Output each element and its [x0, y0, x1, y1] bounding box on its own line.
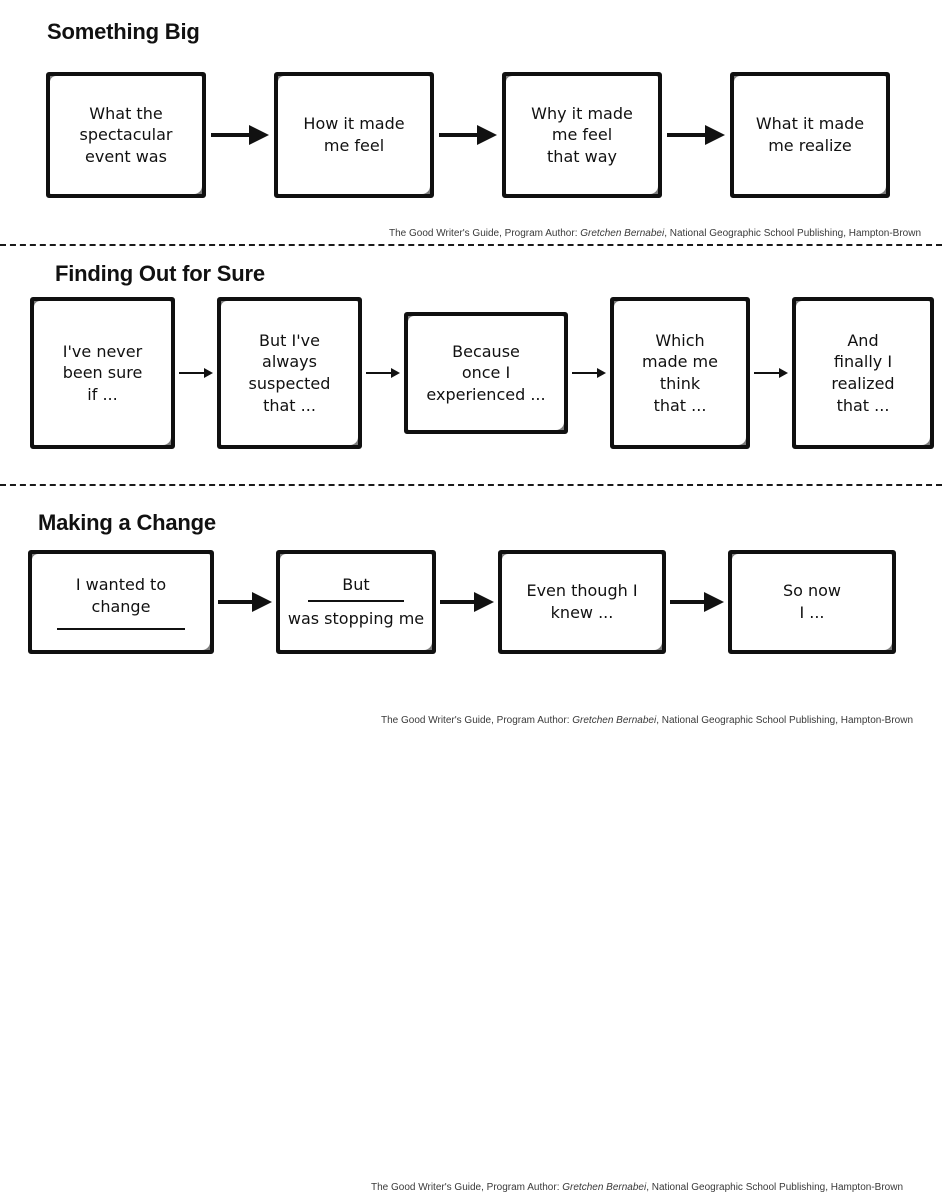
- section-making-a-change: Making a Change I wanted to change But w…: [0, 485, 942, 1193]
- arrow-right-icon: [175, 356, 217, 390]
- attribution-suffix: , National Geographic School Publishing,…: [656, 715, 914, 726]
- attribution-credit: The Good Writer's Guide, Program Author:…: [371, 1182, 903, 1193]
- flow-box-text: I wanted to change: [75, 575, 167, 616]
- flow-box-text: Which made me think that ...: [642, 330, 718, 415]
- flow-box-text: How it made me feel: [303, 114, 405, 155]
- section-title-making-a-change: Making a Change: [38, 510, 216, 535]
- flow-row-making-a-change: I wanted to change But was stopping me: [28, 550, 896, 654]
- flow-box[interactable]: I wanted to change: [28, 550, 214, 654]
- attribution-prefix: The Good Writer's Guide, Program Author:: [371, 1182, 563, 1193]
- attribution-credit: The Good Writer's Guide, Program Author:…: [389, 228, 921, 239]
- attribution-suffix: , National Geographic School Publishing,…: [664, 228, 922, 239]
- flow-box[interactable]: So now I ...: [728, 550, 896, 654]
- flow-box-text: Because once I experienced ...: [426, 341, 546, 404]
- attribution-prefix: The Good Writer's Guide, Program Author:: [389, 228, 581, 239]
- flow-row-finding-out-for-sure: I've never been sure if ... But I've alw…: [30, 297, 934, 449]
- attribution-author: Gretchen Bernabei: [562, 1182, 647, 1193]
- section-title-something-big: Something Big: [47, 19, 200, 44]
- flow-box-text: And finally I realized that ...: [831, 330, 895, 415]
- section-divider: [0, 484, 942, 486]
- arrow-right-icon: [568, 356, 610, 390]
- flow-box[interactable]: Why it made me feel that way: [502, 72, 662, 198]
- flow-box-text: What it made me realize: [755, 114, 865, 155]
- flow-box[interactable]: What it made me realize: [730, 72, 890, 198]
- flow-box[interactable]: How it made me feel: [274, 72, 434, 198]
- arrow-right-icon: [434, 115, 502, 155]
- flow-box[interactable]: I've never been sure if ...: [30, 297, 175, 449]
- flow-box-text: I've never been sure if ...: [62, 341, 143, 404]
- flow-box-text-before: But: [342, 575, 370, 595]
- flow-row-something-big: What the spectacular event was How it ma…: [46, 72, 890, 198]
- arrow-right-icon: [206, 115, 274, 155]
- section-something-big: Something Big What the spectacular event…: [0, 0, 942, 246]
- flow-box[interactable]: And finally I realized that ...: [792, 297, 934, 449]
- attribution-credit: The Good Writer's Guide, Program Author:…: [381, 715, 913, 726]
- section-title-finding-out-for-sure: Finding Out for Sure: [55, 261, 265, 286]
- section-divider: [0, 244, 942, 246]
- arrow-right-icon: [436, 582, 498, 622]
- flow-box-text: But I've always suspected that ...: [248, 330, 331, 415]
- fill-in-blank-line[interactable]: [308, 600, 404, 602]
- flow-box-text: So now I ...: [782, 581, 842, 622]
- attribution-suffix: , National Geographic School Publishing,…: [646, 1182, 904, 1193]
- fill-in-blank-line[interactable]: [57, 627, 185, 630]
- arrow-right-icon: [214, 582, 276, 622]
- section-finding-out-for-sure: Finding Out for Sure I've never been sur…: [0, 245, 942, 726]
- attribution-author: Gretchen Bernabei: [580, 228, 665, 239]
- arrow-right-icon: [362, 356, 404, 390]
- flow-box[interactable]: But was stopping me: [276, 550, 436, 654]
- flow-box[interactable]: But I've always suspected that ...: [217, 297, 362, 449]
- attribution-prefix: The Good Writer's Guide, Program Author:: [381, 715, 573, 726]
- flow-box[interactable]: What the spectacular event was: [46, 72, 206, 198]
- flow-box-text: Why it made me feel that way: [531, 103, 633, 166]
- arrow-right-icon: [662, 115, 730, 155]
- flow-box-text: was stopping me: [287, 609, 425, 628]
- arrow-right-icon: [750, 356, 792, 390]
- flow-box-text: Even though I knew ...: [526, 581, 638, 622]
- attribution-author: Gretchen Bernabei: [572, 715, 657, 726]
- flow-box[interactable]: Which made me think that ...: [610, 297, 750, 449]
- arrow-right-icon: [666, 582, 728, 622]
- flow-box[interactable]: Even though I knew ...: [498, 550, 666, 654]
- flow-box[interactable]: Because once I experienced ...: [404, 312, 568, 434]
- flow-box-text: What the spectacular event was: [79, 103, 173, 166]
